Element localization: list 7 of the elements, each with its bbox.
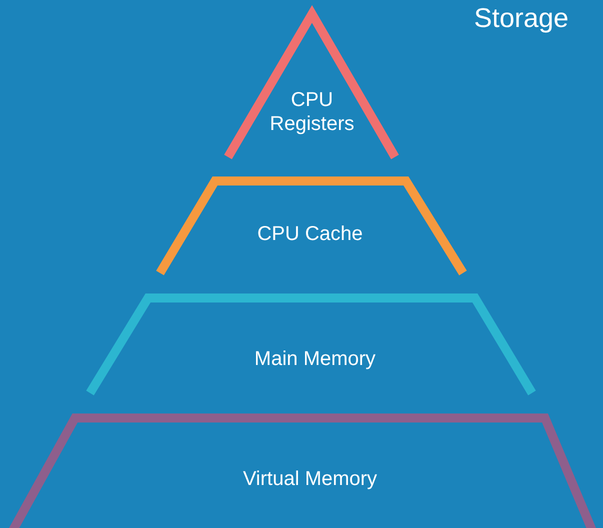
tier-label: Main Memory <box>253 347 377 371</box>
tier-label: CPU Cache <box>256 222 364 246</box>
pyramid-tier <box>85 293 537 393</box>
heading: Storage <box>474 2 569 34</box>
pyramid-tier <box>155 176 468 273</box>
tier-label: Virtual Memory <box>242 467 378 491</box>
pyramid-tier <box>8 413 597 528</box>
